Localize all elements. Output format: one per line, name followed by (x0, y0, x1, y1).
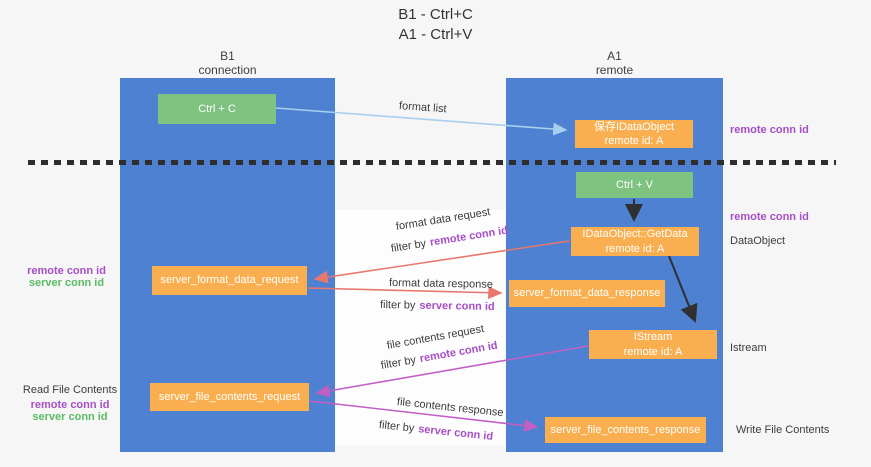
read-file-contents-group: Read File Contents remote conn id server… (20, 384, 120, 423)
istream-label: Istream (730, 342, 767, 354)
lane-a1-role: remote (595, 62, 634, 77)
filter-by-text: filter by (379, 299, 416, 312)
lane-b1-role: connection (198, 62, 257, 77)
title-line-2: A1 - Ctrl+V (398, 26, 473, 44)
remote-conn-id-label: remote conn id (730, 124, 809, 136)
format-list-text: format list (398, 100, 447, 116)
remote-conn-id-label: remote conn id (27, 265, 106, 277)
dataobject-label: DataObject (730, 235, 786, 247)
lane-header-a1: A1 remote (506, 49, 723, 78)
remote-conn-id-label: remote conn id (730, 211, 809, 223)
node-ctrl-v-label: Ctrl + V (616, 178, 653, 191)
lane-b1-name: B1 (220, 49, 235, 63)
node-istream-line1: IStream (633, 331, 673, 344)
write-file-contents-label: Write File Contents (736, 424, 830, 436)
lane-header-b1: B1 connection (120, 49, 335, 78)
node-save-idataobject-line1: 保存IDataObject (593, 120, 675, 133)
node-getdata-line2: remote id: A (605, 242, 665, 255)
left-format-conn-ids: remote conn id server conn id (24, 265, 109, 289)
format-data-response-label: format data response (389, 277, 493, 291)
title-line-1: B1 - Ctrl+C (398, 6, 473, 23)
node-server-format-data-response: server_format_data_response (509, 280, 665, 307)
node-istream: IStream remote id: A (589, 330, 717, 359)
dashed-divider (28, 160, 836, 165)
remote-conn-id-label: remote conn id (30, 399, 110, 411)
node-server-file-contents-request-label: server_file_contents_request (158, 390, 301, 403)
server-conn-id-label: server conn id (28, 277, 105, 289)
format-data-response-text: format data response (388, 277, 494, 291)
node-server-file-contents-response-label: server_file_contents_response (550, 423, 701, 436)
server-conn-id-text: server conn id (419, 299, 495, 314)
node-idataobject-getdata: IDataObject::GetData remote id: A (571, 227, 699, 256)
node-server-file-contents-request: server_file_contents_request (150, 383, 309, 411)
node-server-file-contents-response: server_file_contents_response (545, 417, 706, 443)
node-save-idataobject: 保存IDataObject remote id: A (575, 120, 693, 148)
node-ctrl-c-label: Ctrl + C (198, 102, 236, 115)
node-save-idataobject-line2: remote id: A (604, 135, 664, 147)
diagram-title: B1 - Ctrl+C A1 - Ctrl+V (0, 5, 871, 46)
node-ctrl-c: Ctrl + C (158, 94, 276, 124)
node-server-format-data-request: server_format_data_request (152, 266, 307, 295)
node-ctrl-v: Ctrl + V (576, 172, 693, 198)
node-getdata-line1: IDataObject::GetData (582, 228, 688, 241)
lane-a1-name: A1 (607, 49, 622, 63)
server-conn-id-label: server conn id (32, 411, 108, 423)
read-file-contents-label: Read File Contents (22, 384, 118, 396)
node-istream-line2: remote id: A (623, 345, 683, 358)
node-server-format-data-response-label: server_format_data_response (513, 287, 661, 300)
node-server-format-data-request-label: server_format_data_request (160, 274, 299, 287)
format-list-label: format list (399, 100, 447, 115)
